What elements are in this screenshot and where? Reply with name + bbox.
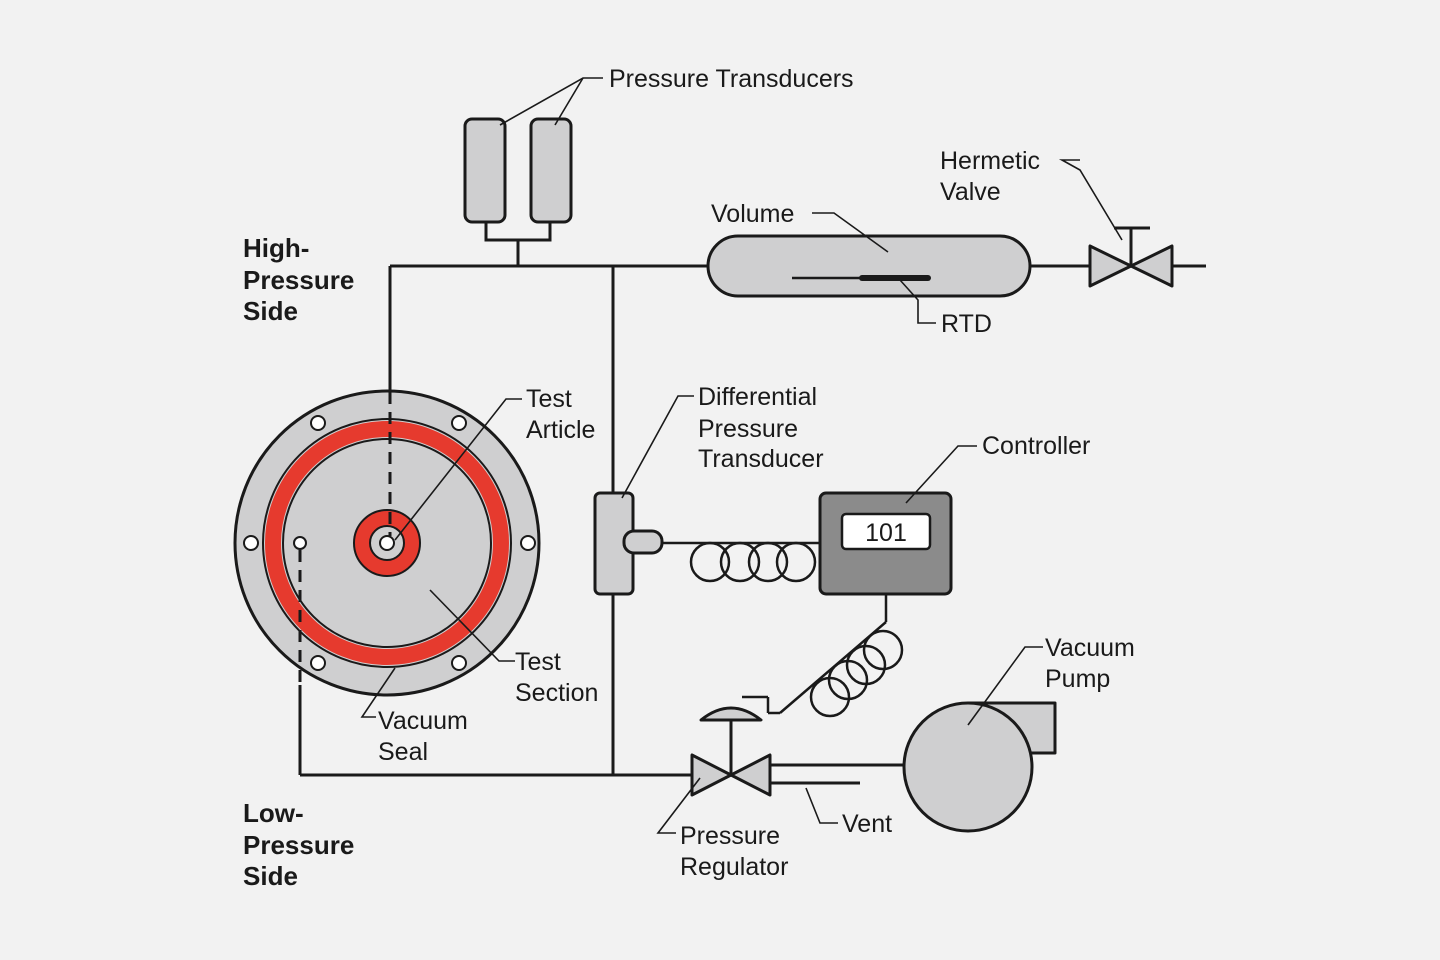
labels: Pressure Transducers Hermetic Valve Volu… (243, 65, 1135, 891)
differential-pressure-transducer (593, 491, 664, 596)
label-pressure-transducers: Pressure Transducers (609, 65, 854, 93)
label-pressure-regulator-line2: Regulator (680, 853, 788, 881)
hermetic-valve (1088, 226, 1174, 288)
label-pressure-regulator-line1: Pressure (680, 822, 780, 850)
label-dpt-line2: Pressure (698, 415, 798, 443)
label-vacuum-pump-line1: Vacuum (1045, 634, 1135, 662)
label-high-pressure-line1: High- (243, 233, 309, 263)
piping (298, 264, 1206, 785)
pressure-regulator (690, 706, 772, 797)
label-low-pressure-line1: Low- (243, 798, 304, 828)
label-hermetic-valve-line2: Valve (940, 178, 1001, 206)
label-high-pressure-line3: Side (243, 296, 298, 326)
label-test-section-line1: Test (515, 648, 561, 676)
test-section (233, 389, 541, 697)
signal-cable-coils (662, 541, 904, 718)
label-test-article-line1: Test (526, 385, 572, 413)
leader-lines (360, 77, 1123, 834)
label-test-section-line2: Section (515, 679, 598, 707)
label-dpt-line1: Differential (698, 383, 817, 411)
controller: 101 (818, 491, 953, 596)
label-volume: Volume (711, 200, 794, 228)
vacuum-pump (902, 701, 1057, 833)
pressure-transducers (463, 117, 573, 266)
controller-display-value: 101 (865, 519, 907, 547)
label-rtd: RTD (941, 310, 992, 338)
volume-vessel (706, 234, 1032, 298)
label-vacuum-seal-line1: Vacuum (378, 707, 468, 735)
label-low-pressure-line3: Side (243, 861, 298, 891)
label-vent: Vent (842, 810, 892, 838)
controller-display (840, 512, 932, 551)
label-test-article-line2: Article (526, 416, 595, 444)
test-article-ring (354, 510, 420, 576)
label-high-pressure-line2: Pressure (243, 265, 354, 295)
label-vacuum-pump-line2: Pump (1045, 665, 1110, 693)
label-dpt-line3: Transducer (698, 445, 824, 473)
label-hermetic-valve-line1: Hermetic (940, 147, 1040, 175)
label-low-pressure-line2: Pressure (243, 830, 354, 860)
label-vacuum-seal-line2: Seal (378, 738, 428, 766)
vacuum-seal-ring (265, 421, 509, 665)
label-controller: Controller (982, 432, 1090, 460)
